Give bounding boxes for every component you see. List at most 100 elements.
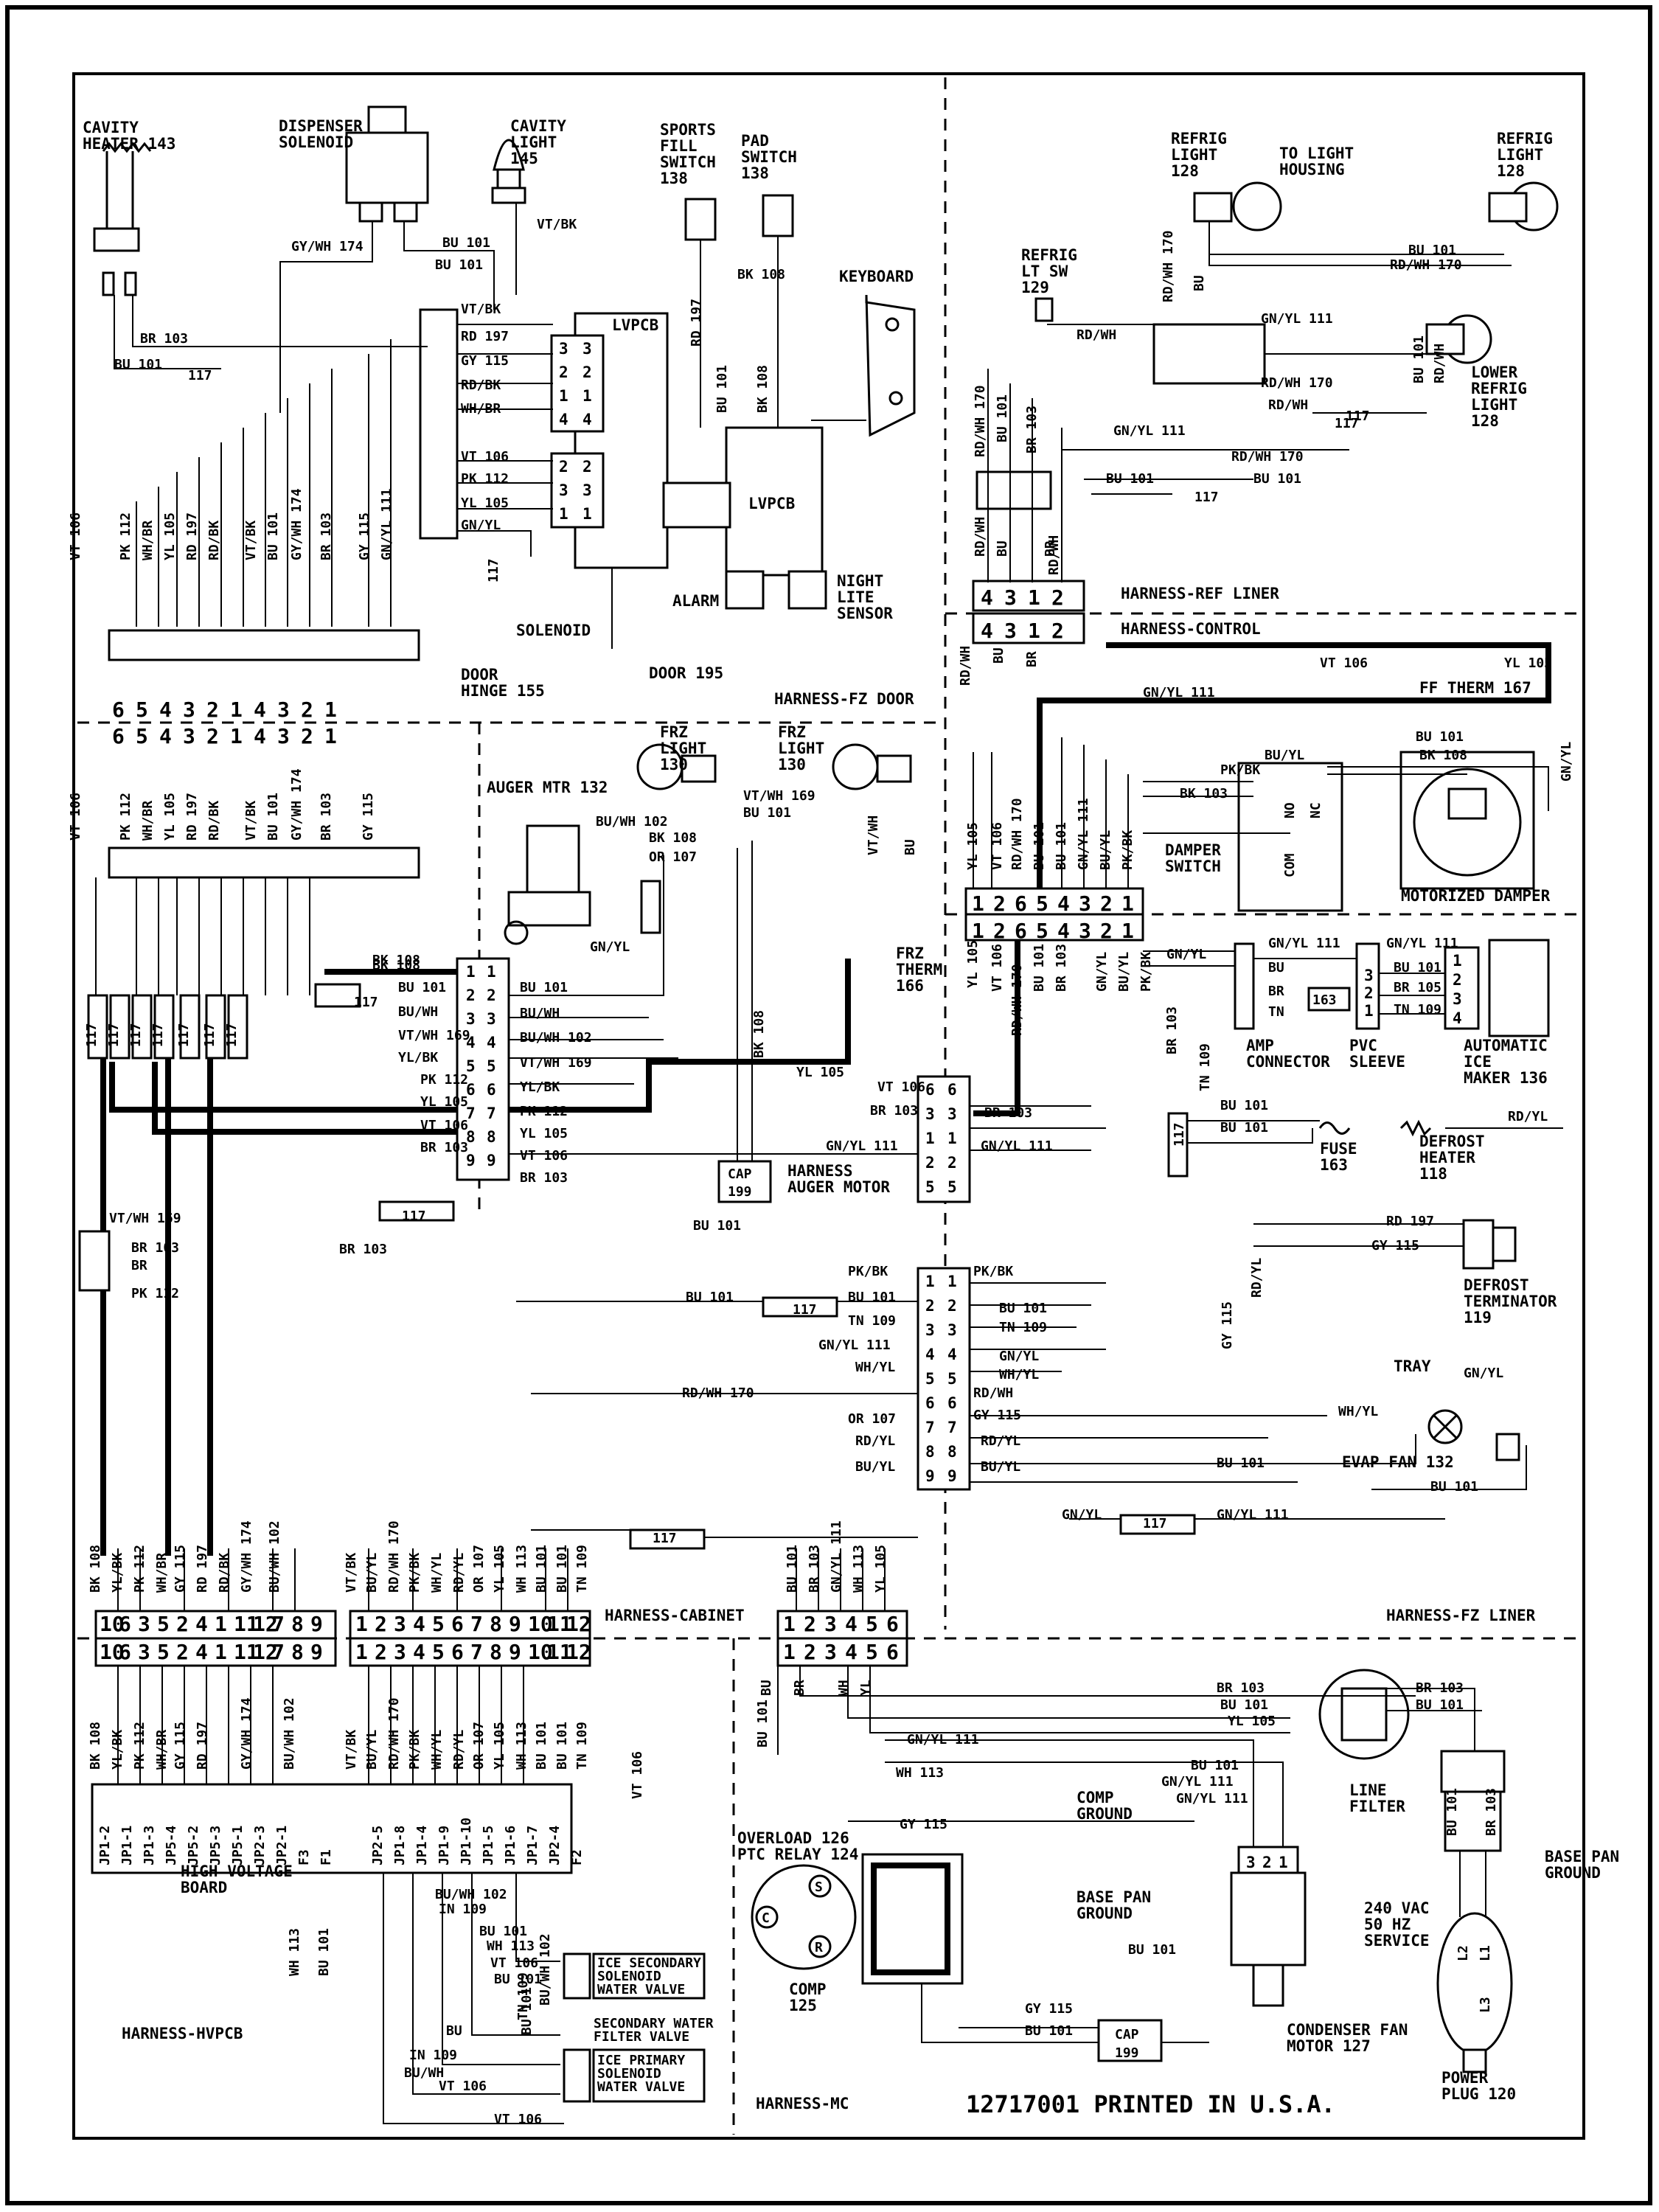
wire-bundle-left [95, 339, 392, 995]
component-label-sports_fill_switch: SPORTS [660, 121, 716, 139]
wire-label: 117 [150, 1023, 166, 1047]
wire-label: VT 106 [490, 1955, 538, 1971]
fz-door-pin: 1 [324, 698, 337, 722]
component-label-lower_refrig_light: LIGHT [1471, 396, 1517, 414]
wire-label: PK 112 [131, 1286, 179, 1301]
wire-label: BK 108 [649, 830, 697, 846]
lvpcb-pin: 4 [582, 411, 592, 428]
ref-liner-pin: 4 [981, 619, 993, 643]
wire-label: GN/YL [1062, 1507, 1102, 1523]
wire-label: BU 101 [1217, 1455, 1265, 1471]
cabinet-c-pin: 6 [886, 1640, 899, 1664]
wire-label: BU [1192, 275, 1207, 291]
wire-label: BU 101 [1220, 1120, 1268, 1135]
auger-plug-pin: 5 [466, 1057, 476, 1075]
wire-label: RD/WH 170 [1231, 449, 1304, 465]
wire-label: VT/BK [243, 801, 259, 841]
mid-plug-pin: 3 [925, 1105, 935, 1123]
wire-label: BU 101 [1430, 1479, 1478, 1495]
component-label-night_lite_sensor: SENSOR [837, 605, 893, 622]
component-label-dispenser_solenoid: DISPENSER [279, 117, 363, 135]
ref-liner-pin: 2 [1051, 585, 1064, 610]
wire-label: BU [995, 540, 1010, 557]
wire-label: BU/WH [520, 1006, 560, 1021]
component-label-frz_therm: THERM [896, 961, 942, 978]
wire-label: BU 101 [1220, 1697, 1268, 1713]
wire-label: YL 105 [162, 793, 178, 841]
wire-label: GN/YL 111 [829, 1520, 844, 1593]
wire-label: VT/WH [866, 815, 881, 855]
component-label-keyboard: KEYBOARD [839, 268, 914, 285]
wire-label: BU 101 [1025, 2023, 1073, 2039]
wire-label: BU [902, 839, 918, 855]
wire-label: BU 101 [479, 1924, 527, 1939]
wire-label: 117 [1172, 1122, 1187, 1147]
wire-label: BK 103 [1180, 786, 1228, 801]
cabinet-b-pin: 7 [470, 1612, 483, 1636]
wire-label: WH/YL [429, 1553, 445, 1593]
mid-connector-9 [762, 1267, 971, 1491]
ice-maker-pin: 3 [1453, 990, 1462, 1008]
wire-label: RD/WH [973, 1385, 1013, 1401]
wire-label: S [815, 1879, 823, 1895]
cabinet-b-pin: 12 [566, 1612, 591, 1636]
wire-label: RD/YL [1249, 1258, 1265, 1298]
cabinet-a-pin: 5 [157, 1612, 170, 1636]
wire-label: RD/YL [855, 1433, 895, 1449]
hvb-pin: JP1-10 [459, 1818, 474, 1865]
wire-label: GY 115 [900, 1817, 947, 1832]
wire-label: TN 109 [1197, 1043, 1213, 1091]
wire-label: YL/BK [110, 1730, 125, 1770]
mid-plug9-pin: 7 [947, 1419, 957, 1436]
cabinet-a-pin: 10 [100, 1640, 125, 1664]
wire-label: RD/WH [958, 646, 973, 686]
component-label-service: SERVICE [1364, 1932, 1430, 1950]
control-pin: 5 [1036, 891, 1048, 916]
lvpcb-pin: 2 [559, 458, 568, 476]
wire-label: PK 112 [132, 1545, 147, 1593]
component-label-automatic_ice_maker: MAKER 136 [1464, 1069, 1548, 1087]
control-pin: 1 [1121, 891, 1134, 916]
cabinet-a-pin: 10 [100, 1612, 125, 1636]
wire-label: GN/YL 111 [818, 1338, 891, 1353]
wire-label: BU 101 [686, 1290, 734, 1305]
mid-plug9-pin: 3 [925, 1321, 935, 1339]
component-label-dispenser_solenoid: SOLENOID [279, 133, 353, 151]
lvpcb-pin: 2 [582, 458, 592, 476]
wire-runs [114, 203, 1563, 2124]
cabinet-b-pin: 2 [375, 1612, 387, 1636]
wire-label: BK 108 [372, 958, 420, 973]
wire-label: GN/YL 111 [1143, 685, 1215, 700]
wire-label: GY 115 [1371, 1238, 1419, 1253]
auger-plug-pin: 4 [466, 1034, 476, 1051]
fz-door-pin: 1 [230, 698, 243, 722]
cavity-light-symbol [491, 139, 526, 204]
component-label-night_lite_sensor: NIGHT [837, 572, 883, 590]
mid-plug9-pin: 6 [925, 1394, 935, 1412]
wire-label: WH 113 [896, 1765, 944, 1781]
motorized-damper-symbol [1399, 751, 1535, 890]
component-label-frz_light_right: 130 [778, 756, 806, 773]
component-label-defrost_terminator: TERMINATOR [1464, 1293, 1557, 1310]
mid-plug9-pin: 5 [947, 1370, 957, 1388]
mid-plug9-pin: 4 [947, 1346, 957, 1363]
component-label-base_pan_ground_2: GROUND [1545, 1864, 1601, 1882]
wire-label: WH 113 [851, 1545, 866, 1593]
ref-liner-pin: 3 [1004, 619, 1017, 643]
component-label-high_voltage_board: BOARD [181, 1879, 227, 1896]
wire-label: WH/BR [154, 1553, 170, 1593]
cabinet-b-pin: 10 [528, 1612, 553, 1636]
wire-label: BU 101 [554, 1545, 570, 1593]
wire-label: BK 108 [88, 1722, 103, 1770]
pvc-pin: 1 [1364, 1002, 1374, 1020]
wire-label: YL 105 [1504, 655, 1552, 671]
control-pin: 4 [1057, 891, 1070, 916]
wire-label: BU 101 [265, 793, 281, 841]
keyboard-symbol [865, 294, 916, 437]
cabinet-c-pin: 5 [866, 1640, 878, 1664]
wire-label: 117 [224, 1023, 240, 1047]
hvb-pin: JP5-3 [208, 1826, 223, 1865]
hvb-pin: F1 [319, 1849, 334, 1865]
wire-label: BU 101 [1128, 1942, 1176, 1958]
auger-connector [314, 957, 510, 1222]
